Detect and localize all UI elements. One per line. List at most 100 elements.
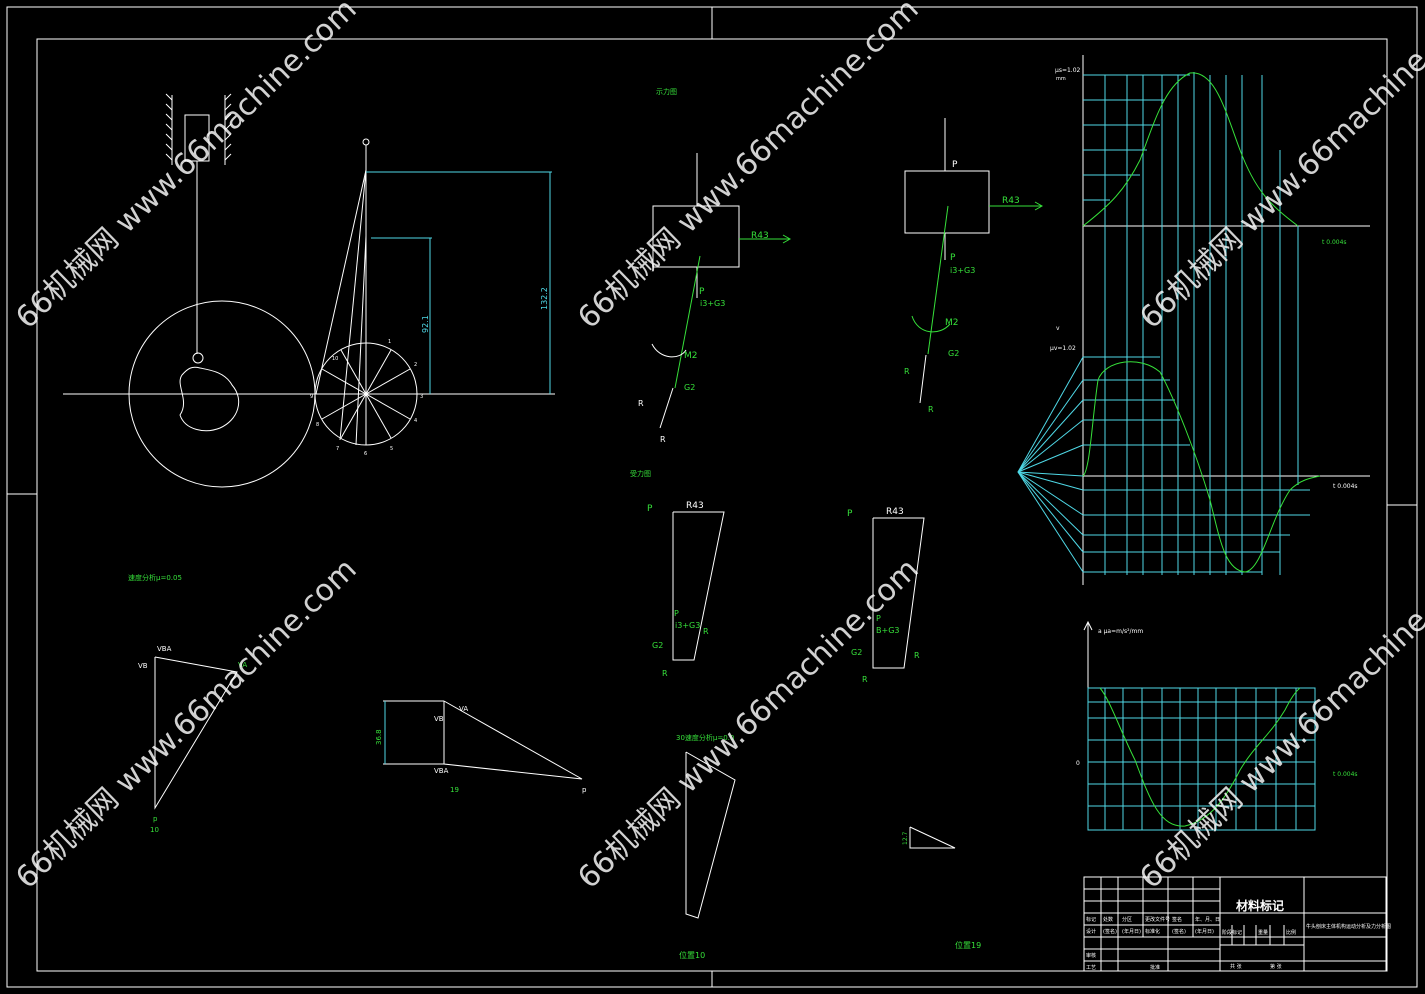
- dimension-d4: 12.7: [902, 831, 909, 845]
- fd1-G2: G2: [684, 383, 695, 392]
- svg-text:年、月、日: 年、月、日: [1195, 916, 1220, 923]
- title-block: [1083, 876, 1387, 972]
- graph-t2: t 0.004s: [1333, 483, 1358, 490]
- svg-text:9: 9: [310, 394, 313, 400]
- velocity-polygon-2: [383, 700, 583, 780]
- title-block-row1: 标记 处数 分区 更改文件号 签名 年、月、日: [1086, 916, 1220, 923]
- fd1-i3G3: i3+G3: [700, 299, 725, 308]
- svg-text:第 张: 第 张: [1270, 963, 1282, 970]
- watermark-6: 66机械网 www.66machine.com: [1133, 552, 1425, 896]
- title-block-drawing-name: 牛头刨床主体机构运动分析及力分析图: [1306, 923, 1391, 930]
- dimension-d3: 36.8: [375, 729, 383, 745]
- graph-t1: t 0.004s: [1322, 239, 1347, 246]
- title-block-row3: 审核: [1086, 952, 1096, 959]
- vp2-VA: VA: [459, 705, 468, 713]
- fd1-R12t: R: [638, 399, 644, 408]
- graph-s-unit: mm: [1056, 76, 1066, 82]
- acceleration-polygon-1: [685, 751, 736, 919]
- fp1-R43: R43: [686, 501, 704, 511]
- graph-s-label: μs=1.02: [1055, 67, 1081, 74]
- vp1-VBA: VBA: [157, 645, 172, 653]
- svg-text:分区: 分区: [1122, 916, 1132, 923]
- position-10: 位置10: [679, 950, 705, 960]
- vp2-VBA: VBA: [434, 767, 449, 775]
- watermark-3: 66机械网 www.66machine.com: [1133, 0, 1425, 336]
- acceleration-polygon-2: [909, 826, 956, 849]
- fp1-R12t: R: [662, 669, 668, 678]
- svg-text:审核: 审核: [1086, 952, 1096, 959]
- svg-text:6: 6: [364, 451, 367, 457]
- fp2-R12n: R: [914, 651, 920, 660]
- force-polygon-1: [672, 511, 725, 661]
- vp1-10: 10: [150, 826, 159, 834]
- force-diagram-1: [651, 153, 792, 429]
- svg-text:4: 4: [414, 418, 417, 424]
- displacement-graph: [1017, 55, 1370, 585]
- svg-text:比例: 比例: [1286, 929, 1296, 936]
- svg-text:(年月日): (年月日): [1195, 928, 1214, 935]
- graph-v-label: v: [1056, 325, 1060, 332]
- svg-text:8: 8: [316, 422, 319, 428]
- vp2-VB: VB: [434, 715, 444, 723]
- svg-text:批准: 批准: [1150, 964, 1160, 971]
- vp1-VB: VB: [138, 662, 148, 670]
- fp2-R12t: R: [862, 675, 868, 684]
- title-block-material: 材料标记: [1235, 898, 1284, 913]
- fd1-M2: M2: [684, 351, 698, 361]
- velocity-title-1: 速度分析μ=0.05: [128, 573, 182, 582]
- svg-text:重量: 重量: [1258, 929, 1268, 936]
- watermark-group: 66机械网 www.66machine.com 66机械网 www.66mach…: [9, 0, 1425, 896]
- svg-text:签名: 签名: [1172, 916, 1182, 923]
- svg-text:设计: 设计: [1086, 928, 1096, 935]
- vp1-VA: VA: [238, 661, 247, 669]
- fp2-P: P: [847, 509, 853, 519]
- fd1-R43: R43: [751, 231, 769, 241]
- svg-text:处数: 处数: [1103, 916, 1113, 923]
- mechanism-diagram: 1 2 3 4 5 6 7 8 9 10: [63, 93, 555, 488]
- svg-text:7: 7: [336, 446, 339, 452]
- force-title-mid: 受力图: [630, 469, 651, 478]
- force-title-top: 示力图: [656, 87, 677, 96]
- svg-text:3: 3: [420, 394, 423, 400]
- dimension-d2: 92.1: [421, 315, 430, 333]
- graph-a-label: a μa=m/s²/mm: [1098, 628, 1143, 635]
- svg-text:更改文件号: 更改文件号: [1145, 916, 1170, 923]
- fp2-P2: P: [876, 614, 881, 623]
- graph-a-zero: 0: [1076, 760, 1080, 767]
- velocity-title-2: 30速度分析μ=0.0: [676, 733, 734, 742]
- svg-text:(年月日): (年月日): [1122, 928, 1141, 935]
- svg-text:标记: 标记: [1086, 916, 1096, 923]
- svg-text:共 张: 共 张: [1230, 963, 1242, 970]
- fp2-G2: G2: [851, 648, 862, 657]
- vp2-p: p: [582, 786, 587, 794]
- svg-text:阶段标记: 阶段标记: [1222, 929, 1242, 936]
- svg-text:10: 10: [332, 356, 338, 362]
- svg-text:2: 2: [414, 362, 417, 368]
- svg-text:5: 5: [390, 446, 393, 452]
- fd2-P: P: [952, 160, 958, 170]
- title-block-row2: 设计 (签名) (年月日) 标准化 (签名) (年月日): [1086, 928, 1214, 935]
- fd2-R12n: R: [928, 405, 934, 414]
- watermark-1: 66机械网 www.66machine.com: [9, 0, 363, 336]
- fd2-P2: P: [950, 253, 956, 263]
- svg-text:(签名): (签名): [1103, 928, 1117, 935]
- acceleration-graph: [1083, 620, 1316, 831]
- svg-text:(签名): (签名): [1172, 928, 1186, 935]
- title-block-row4: 工艺 批准: [1086, 964, 1160, 971]
- title-block-right: 阶段标记 重量 比例 共 张 第 张: [1222, 929, 1296, 970]
- fp2-BG3: B+G3: [876, 626, 899, 635]
- fp1-P2: P: [674, 609, 679, 618]
- fd2-G2: G2: [948, 349, 959, 358]
- fp1-R12n: R: [703, 627, 709, 636]
- vp1-p: p: [153, 815, 158, 823]
- svg-text:1: 1: [388, 339, 391, 345]
- fd1-P: P: [699, 287, 705, 297]
- fp1-G2: G2: [652, 641, 663, 650]
- svg-text:工艺: 工艺: [1086, 965, 1096, 971]
- svg-text:标准化: 标准化: [1145, 928, 1160, 935]
- fd2-R43: R43: [1002, 196, 1020, 206]
- fd2-i3G3: i3+G3: [950, 266, 975, 275]
- watermark-4: 66机械网 www.66machine.com: [9, 552, 363, 896]
- velocity-polygon-1: [154, 656, 238, 810]
- watermark-2: 66机械网 www.66machine.com: [571, 0, 925, 336]
